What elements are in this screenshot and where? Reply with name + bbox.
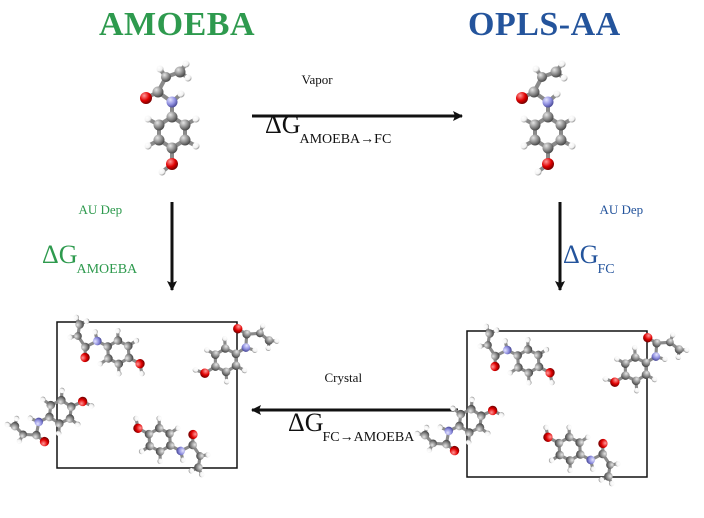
amoeba-title: AMOEBA (99, 6, 255, 43)
amoeba-crystal-cell (0, 307, 284, 485)
fc-unit-cell-box (466, 330, 648, 478)
opls-aa-title: OPLS-AA (468, 6, 621, 43)
fc-crystal-cell (410, 316, 694, 494)
amoeba-vapor-molecule (138, 58, 202, 178)
fc-crystal-molecules (410, 316, 694, 494)
opls-vapor-molecule (514, 58, 578, 178)
amoeba-crystal-molecules (0, 307, 284, 485)
amoeba-unit-cell-box (56, 321, 238, 469)
